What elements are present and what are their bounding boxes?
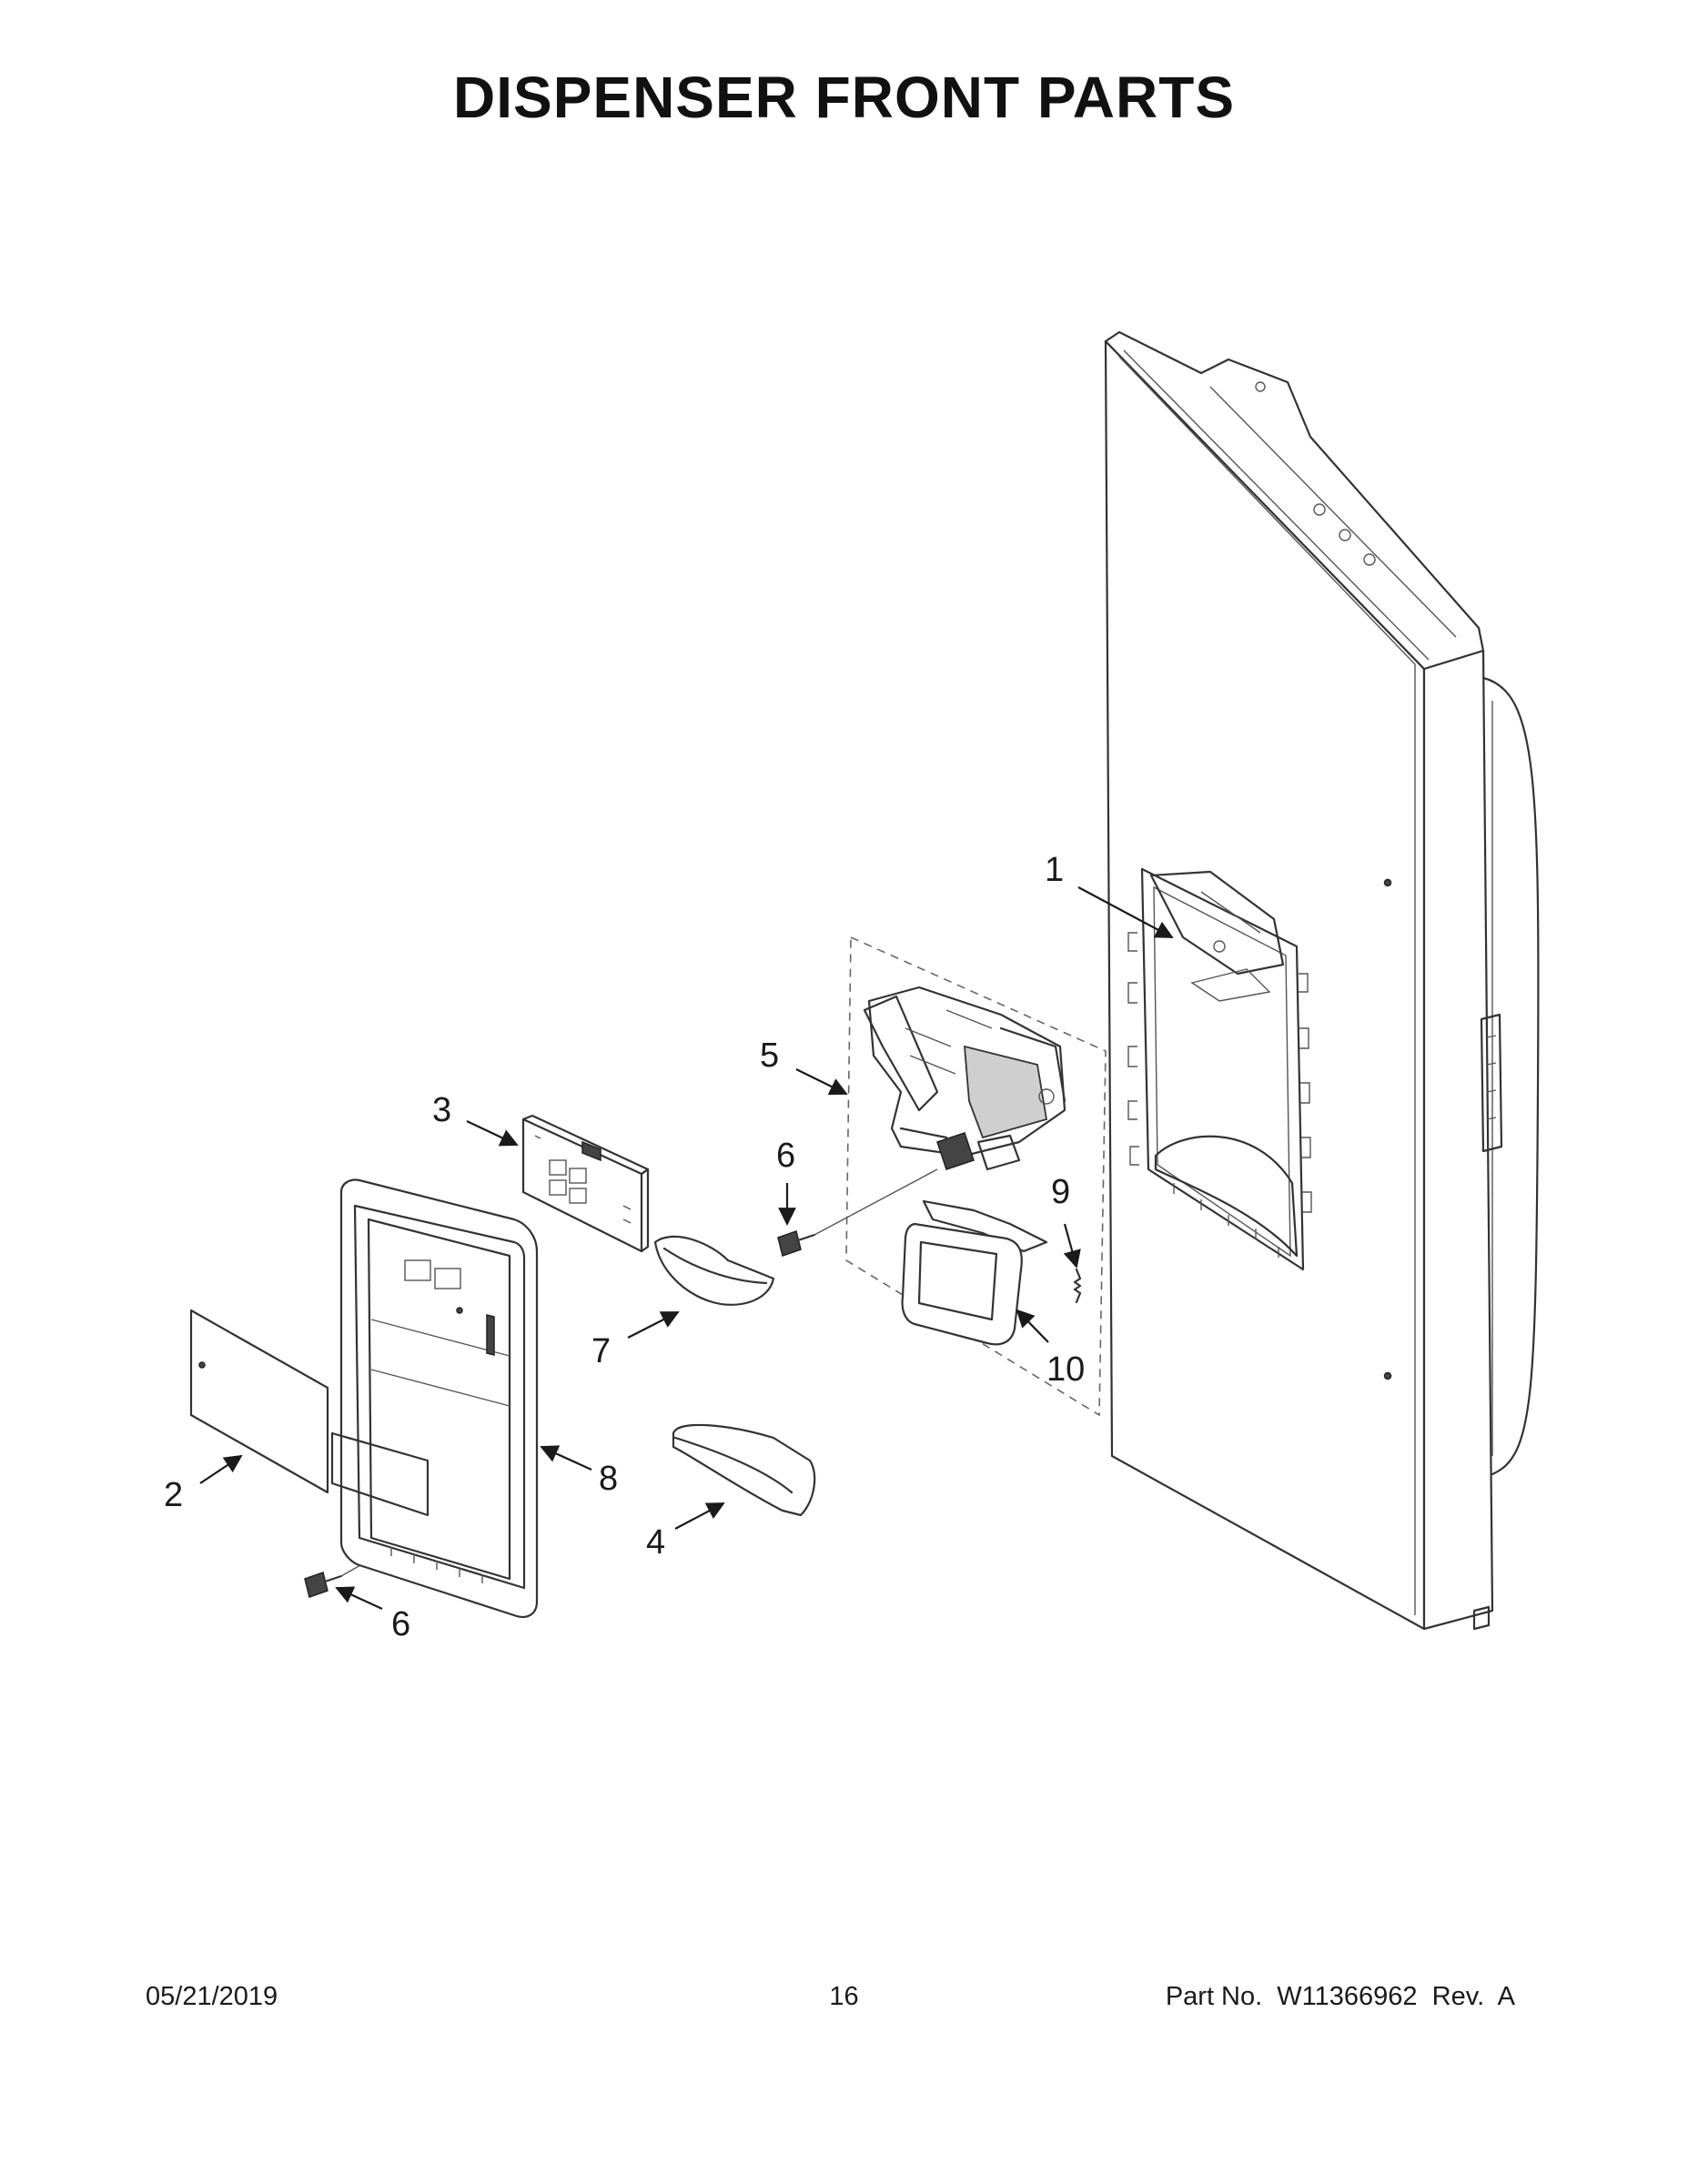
callout-6-upper: 6 xyxy=(776,1137,795,1175)
part-5-dispenser-assembly xyxy=(845,935,1107,1417)
part-6-screw-upper xyxy=(777,1230,816,1257)
callout-8: 8 xyxy=(599,1460,618,1498)
callout-10: 10 xyxy=(1046,1350,1085,1389)
callout-arrows xyxy=(199,886,1174,1610)
part-8-dispenser-trim xyxy=(330,1178,539,1618)
part-10-lever-pad xyxy=(901,1199,1048,1346)
part-1-door-panel xyxy=(1104,330,1540,1631)
part-6-screw-lower xyxy=(304,1572,343,1598)
part-2-overlay xyxy=(189,1309,329,1494)
callout-1: 1 xyxy=(1045,851,1064,889)
footer-page-number: 16 xyxy=(829,1982,859,2011)
screw-alignment-line-upper xyxy=(814,1168,938,1236)
callout-5: 5 xyxy=(760,1036,779,1075)
callout-2: 2 xyxy=(164,1476,183,1514)
part-4-drip-tray xyxy=(672,1423,816,1517)
footer-date: 05/21/2019 xyxy=(146,1982,278,2011)
callout-4: 4 xyxy=(646,1523,665,1562)
callout-7: 7 xyxy=(591,1332,611,1370)
part-7-guide xyxy=(653,1235,775,1306)
page-title: DISPENSER FRONT PARTS xyxy=(453,65,1235,130)
callout-9: 9 xyxy=(1051,1173,1070,1211)
part-9-spring xyxy=(1073,1268,1082,1304)
footer-part-number: Part No. W11366962 Rev. A xyxy=(1165,1982,1515,2011)
callout-3: 3 xyxy=(432,1091,451,1129)
part-3-control-board xyxy=(521,1114,650,1253)
callout-6-lower: 6 xyxy=(391,1605,410,1643)
